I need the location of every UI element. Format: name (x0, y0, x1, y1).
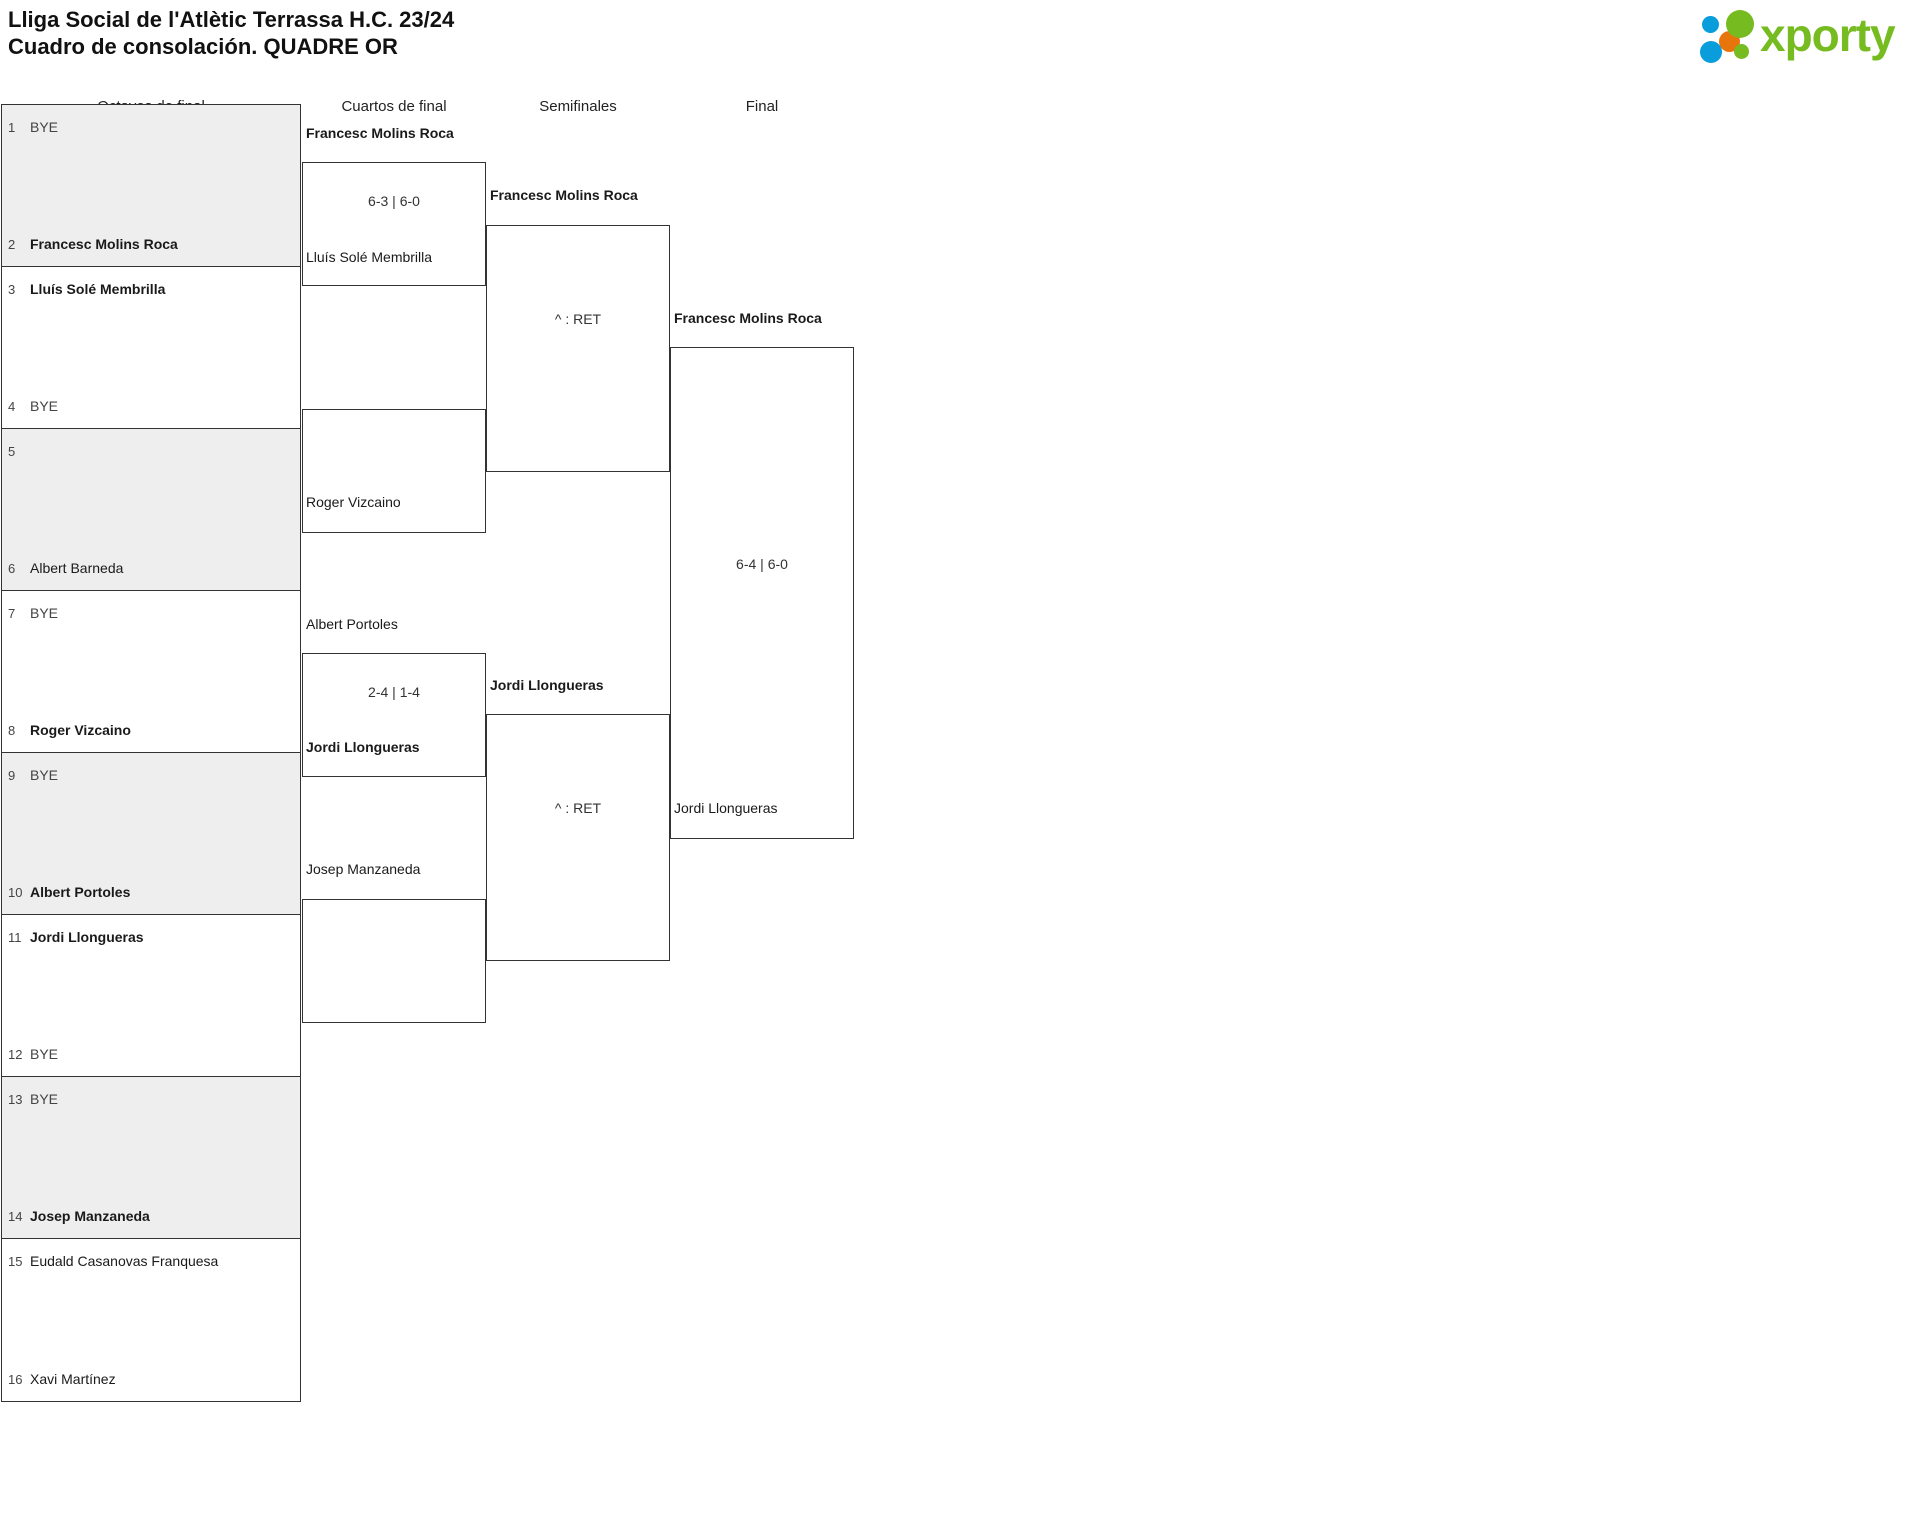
r1-match-7[interactable]: 13 BYE 14 Josep Manzaneda (2, 1077, 300, 1239)
player-name: BYE (30, 398, 59, 414)
player-name: Albert Barneda (30, 560, 124, 576)
seed-number: 9 (8, 767, 16, 783)
qf3-bottom-player[interactable]: Jordi Llongueras (306, 739, 420, 755)
final-score: 6-4 | 6-0 (736, 556, 788, 572)
player-name: BYE (30, 119, 59, 135)
r1-slot-10[interactable]: 10 Albert Portoles (2, 877, 300, 907)
sf1-score: ^ : RET (554, 311, 602, 327)
player-name: Eudald Casanovas Franquesa (30, 1253, 219, 1269)
qf3-top-player[interactable]: Albert Portoles (306, 616, 398, 632)
player-name: BYE (30, 1046, 59, 1062)
r1-slot-16[interactable]: 16 Xavi Martínez (2, 1364, 300, 1394)
seed-number: 13 (8, 1091, 23, 1107)
r1-slot-6[interactable]: 6 Albert Barneda (2, 553, 300, 583)
r1-match-2[interactable]: 3 Lluís Solé Membrilla 4 BYE (2, 267, 300, 429)
logo-dots-icon (1700, 10, 1762, 63)
seed-number: 5 (8, 443, 16, 459)
sf2-winner-player[interactable]: Jordi Llongueras (490, 677, 604, 693)
seed-number: 15 (8, 1253, 23, 1269)
final-top-player[interactable]: Francesc Molins Roca (674, 310, 822, 326)
xporty-logo: xporty (1700, 6, 1910, 64)
sf2-score: ^ : RET (554, 800, 602, 816)
round-header-semifinales: Semifinales (539, 98, 617, 115)
player-name: Lluís Solé Membrilla (30, 281, 166, 297)
qf1-match-box[interactable]: 6-3 | 6-0 (302, 162, 486, 286)
player-name: Xavi Martínez (30, 1371, 116, 1387)
qf1-top-player[interactable]: Francesc Molins Roca (306, 125, 454, 141)
player-name: Albert Portoles (30, 884, 131, 900)
player-name: Roger Vizcaino (30, 722, 131, 738)
logo-dot-blue-large (1700, 41, 1722, 63)
logo-dot-blue-small (1702, 16, 1719, 33)
player-name: BYE (30, 605, 59, 621)
player-name: Josep Manzaneda (30, 1208, 150, 1224)
round1-column: 1 BYE 2 Francesc Molins Roca 3 Lluís Sol… (1, 104, 301, 1402)
r1-slot-15[interactable]: 15 Eudald Casanovas Franquesa (2, 1246, 300, 1276)
seed-number: 10 (8, 884, 23, 900)
final-match-box[interactable]: 6-4 | 6-0 (670, 347, 854, 839)
seed-number: 2 (8, 236, 16, 252)
seed-number: 4 (8, 398, 16, 414)
r1-slot-4[interactable]: 4 BYE (2, 391, 300, 421)
seed-number: 3 (8, 281, 16, 297)
r1-match-4[interactable]: 7 BYE 8 Roger Vizcaino (2, 591, 300, 753)
r1-slot-12[interactable]: 12 BYE (2, 1039, 300, 1069)
r1-slot-14[interactable]: 14 Josep Manzaneda (2, 1201, 300, 1231)
logo-dot-green-small (1734, 44, 1749, 59)
r1-match-3[interactable]: 5 6 Albert Barneda (2, 429, 300, 591)
final-bottom-player[interactable]: Jordi Llongueras (674, 800, 778, 816)
player-name: BYE (30, 1091, 59, 1107)
seed-number: 6 (8, 560, 16, 576)
player-name: BYE (30, 767, 59, 783)
sf1-match-box[interactable]: ^ : RET (486, 225, 670, 472)
seed-number: 12 (8, 1046, 23, 1062)
r1-match-6[interactable]: 11 Jordi Llongueras 12 BYE (2, 915, 300, 1077)
seed-number: 16 (8, 1371, 23, 1387)
sf2-match-box[interactable]: ^ : RET (486, 714, 670, 961)
seed-number: 11 (8, 929, 22, 945)
r1-slot-13[interactable]: 13 BYE (2, 1084, 300, 1114)
r1-slot-3[interactable]: 3 Lluís Solé Membrilla (2, 274, 300, 304)
round-header-final: Final (745, 98, 779, 115)
qf1-score: 6-3 | 6-0 (368, 193, 420, 209)
seed-number: 1 (8, 119, 16, 135)
r1-slot-8[interactable]: 8 Roger Vizcaino (2, 715, 300, 745)
title-line-1: Lliga Social de l'Atlètic Terrassa H.C. … (8, 7, 455, 32)
player-name: Francesc Molins Roca (30, 236, 178, 252)
r1-slot-2[interactable]: 2 Francesc Molins Roca (2, 229, 300, 259)
qf2-bottom-player[interactable]: Roger Vizcaino (306, 494, 401, 510)
logo-wordmark: xporty (1760, 9, 1896, 61)
r1-slot-9[interactable]: 9 BYE (2, 760, 300, 790)
qf3-match-box[interactable]: 2-4 | 1-4 (302, 653, 486, 777)
qf4-match-box[interactable] (302, 899, 486, 1023)
seed-number: 8 (8, 722, 16, 738)
sf1-winner-player[interactable]: Francesc Molins Roca (490, 187, 638, 203)
logo-dot-green-large (1726, 10, 1754, 38)
r1-slot-11[interactable]: 11 Jordi Llongueras (2, 922, 300, 952)
qf2-match-box[interactable] (302, 409, 486, 533)
round-header-cuartos: Cuartos de final (341, 98, 447, 115)
title-line-2: Cuadro de consolación. QUADRE OR (8, 34, 398, 59)
qf1-bottom-player[interactable]: Lluís Solé Membrilla (306, 249, 433, 265)
r1-match-1[interactable]: 1 BYE 2 Francesc Molins Roca (2, 105, 300, 267)
r1-slot-7[interactable]: 7 BYE (2, 598, 300, 628)
page-title: Lliga Social de l'Atlètic Terrassa H.C. … (8, 6, 908, 60)
qf4-top-player[interactable]: Josep Manzaneda (306, 861, 421, 877)
r1-slot-5[interactable]: 5 (2, 436, 300, 466)
qf3-score: 2-4 | 1-4 (368, 684, 420, 700)
r1-slot-1[interactable]: 1 BYE (2, 112, 300, 142)
r1-match-8[interactable]: 15 Eudald Casanovas Franquesa 16 Xavi Ma… (2, 1239, 300, 1401)
r1-match-5[interactable]: 9 BYE 10 Albert Portoles (2, 753, 300, 915)
seed-number: 7 (8, 605, 16, 621)
player-name: Jordi Llongueras (30, 929, 144, 945)
seed-number: 14 (8, 1208, 23, 1224)
